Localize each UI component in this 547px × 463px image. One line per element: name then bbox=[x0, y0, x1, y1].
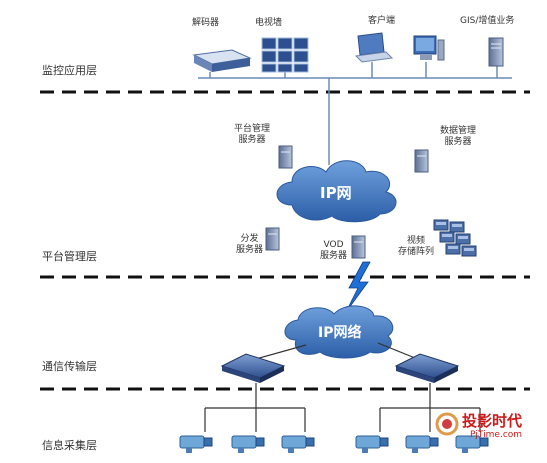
gis-label: GIS/增值业务 bbox=[460, 16, 515, 26]
layer-label-monitor: 监控应用层 bbox=[42, 64, 97, 77]
switch-left-icon bbox=[220, 353, 286, 383]
vod-server-icon bbox=[351, 235, 366, 259]
watermark-brand: 投影时代 bbox=[462, 412, 523, 430]
camera-icon-1 bbox=[179, 435, 213, 453]
switch-right-icon bbox=[394, 353, 460, 383]
platform-mgmt-server-icon bbox=[278, 145, 293, 169]
ip-network-cloud-upper bbox=[276, 160, 397, 223]
top-bus bbox=[198, 62, 512, 165]
client-icon bbox=[354, 32, 445, 63]
gis-server-icon bbox=[488, 37, 504, 67]
data-mgmt-server-icon bbox=[414, 149, 429, 173]
platform-mgmt-server-label: 平台管理 服务器 bbox=[234, 124, 271, 145]
ip-network-cloud-lower bbox=[284, 305, 394, 359]
watermark-logo-icon bbox=[435, 412, 459, 436]
camera-icon-2 bbox=[231, 435, 265, 453]
layer-label-platform: 平台管理层 bbox=[42, 250, 97, 263]
decoder-label: 解码器 bbox=[192, 18, 220, 28]
layer-label-transport: 通信传输层 bbox=[42, 360, 97, 373]
distribution-server-icon bbox=[265, 227, 280, 251]
wireless-link-icon bbox=[345, 261, 371, 313]
client-label: 客户端 bbox=[368, 16, 396, 26]
upper-cloud-label: IP网 bbox=[320, 184, 352, 202]
camera-icon-4 bbox=[355, 435, 389, 453]
lower-cloud-label: IP网络 bbox=[318, 325, 362, 341]
layer-label-collect: 信息采集层 bbox=[42, 439, 97, 452]
camera-icon-6 bbox=[455, 435, 489, 453]
decoder-icon bbox=[192, 49, 252, 72]
vod-server-label: VOD 服务器 bbox=[320, 240, 348, 261]
tv-wall-label: 电视墙 bbox=[255, 18, 283, 28]
distribution-server-label: 分发 服务器 bbox=[236, 234, 264, 255]
tv-wall-icon bbox=[261, 37, 309, 73]
camera-icon-3 bbox=[281, 435, 315, 453]
camera-icon-5 bbox=[405, 435, 439, 453]
data-mgmt-server-label: 数据管理 服务器 bbox=[440, 126, 477, 147]
watermark-site: PjTime.com bbox=[470, 430, 523, 440]
video-storage-array-icon bbox=[433, 219, 477, 257]
video-storage-label: 视频 存储阵列 bbox=[398, 236, 435, 257]
layer-separators bbox=[40, 90, 530, 391]
camera-wiring bbox=[204, 383, 481, 432]
